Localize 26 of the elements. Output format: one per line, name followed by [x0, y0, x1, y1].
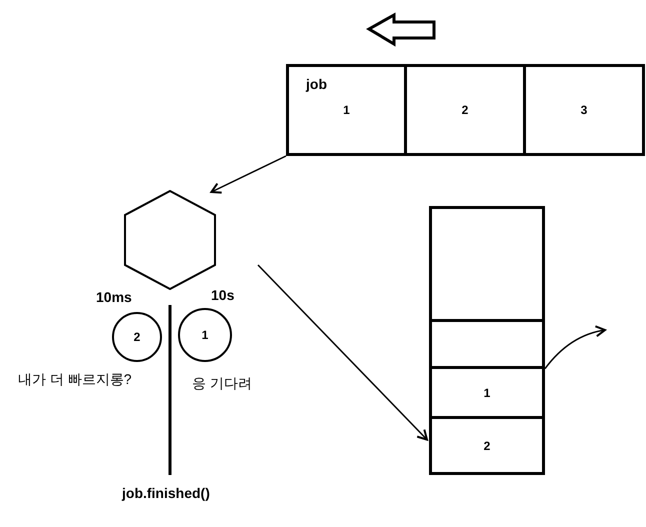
arrow: [544, 326, 606, 370]
queue-cell: [429, 416, 545, 475]
code-text: job.finished(): [122, 485, 210, 501]
queue-title: job: [306, 76, 327, 92]
job-number: 1: [343, 103, 350, 117]
arrow: [210, 155, 286, 194]
job-number: 3: [580, 103, 588, 117]
job-number: 2: [462, 103, 468, 117]
stack-slot: [429, 319, 545, 369]
speech-text: 내가 더 빠르지롱?: [18, 371, 132, 389]
queue-cell: [404, 64, 526, 156]
hexagon-shape: [124, 190, 216, 290]
thread-circle: [178, 308, 232, 362]
time-label: 10s: [211, 287, 234, 303]
job-number: 2: [134, 330, 140, 344]
time-label: 10ms: [96, 289, 132, 305]
job-number: 1: [202, 328, 208, 342]
arrow: [257, 264, 428, 441]
queue-cell: [523, 64, 645, 156]
job-number: 2: [484, 438, 490, 452]
queue-cell: [286, 64, 407, 156]
job-number: 1: [484, 386, 490, 400]
stack-slot: [429, 206, 545, 322]
thread-circle: [112, 312, 162, 362]
queue-cell: [429, 366, 545, 419]
speech-text: 응 기다려: [192, 375, 252, 393]
